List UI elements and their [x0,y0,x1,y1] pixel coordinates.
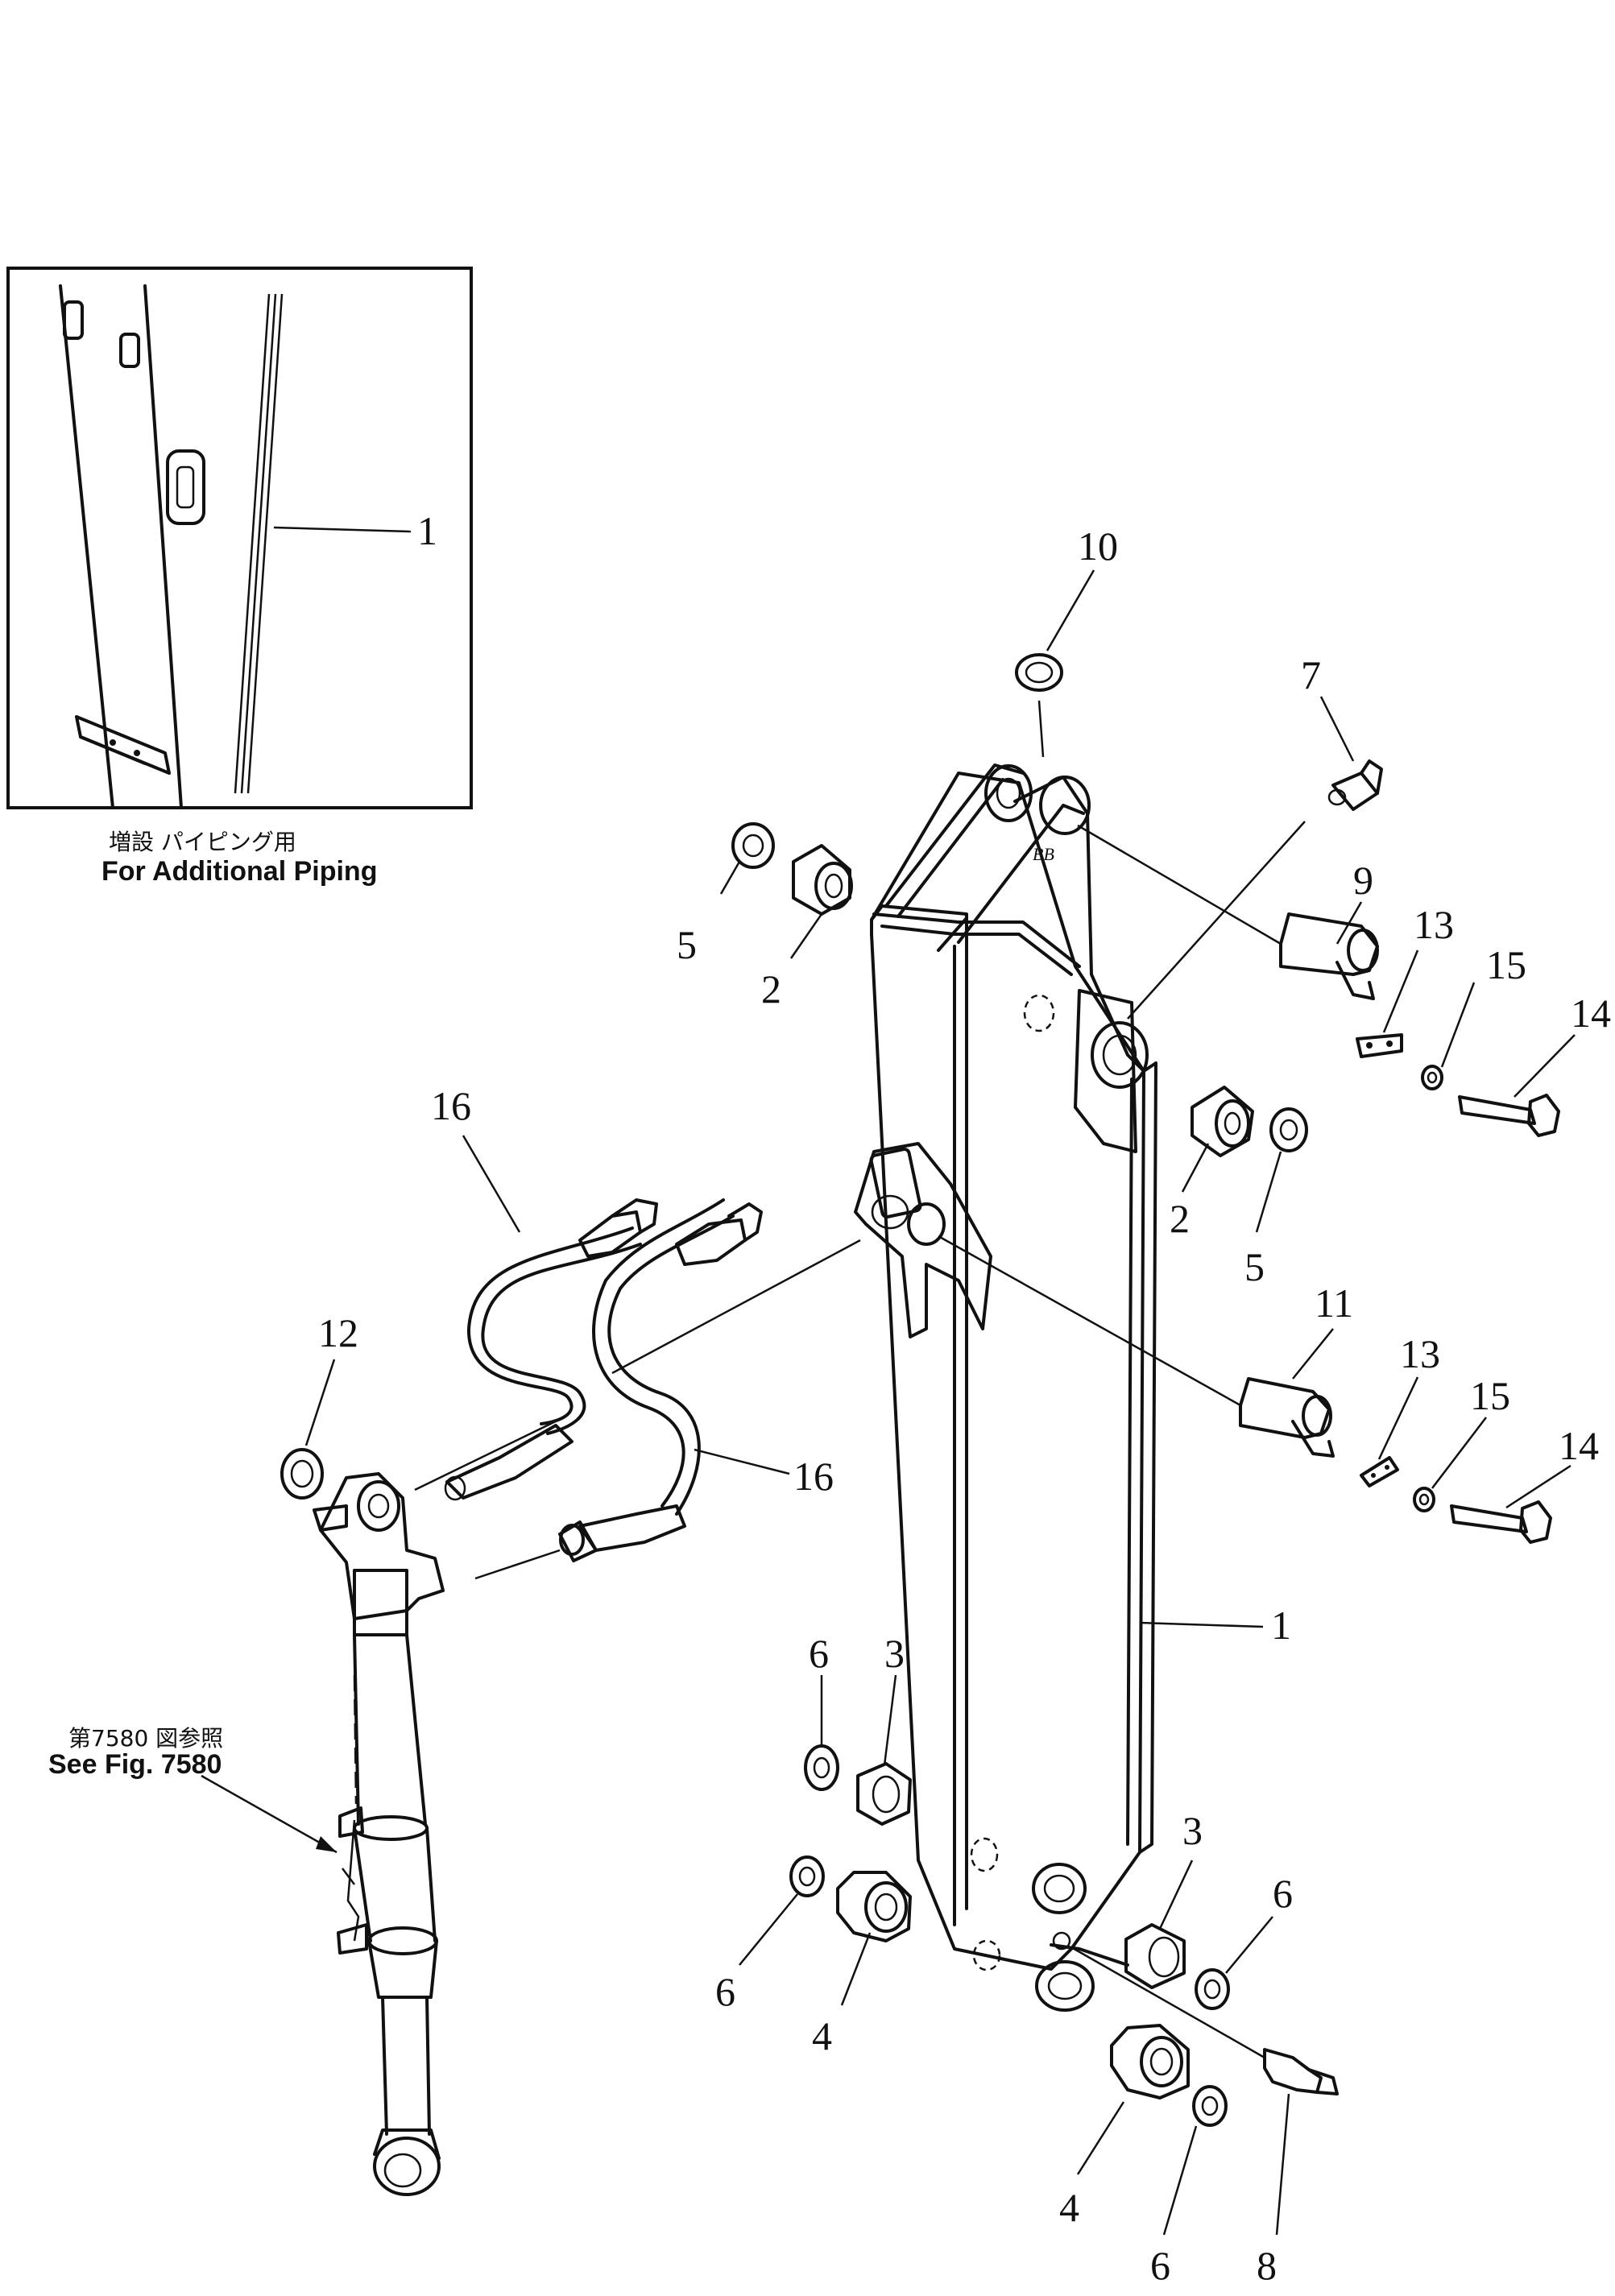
callout-1: 1 [1271,1603,1291,1648]
callout-5: 5 [677,922,697,967]
callout-7: 7 [1301,652,1321,697]
leader-lines [304,569,1576,2236]
reference-caption-jp: 第7580 図参照 [68,1725,223,1752]
callout-4: 4 [1059,2185,1079,2230]
callout-8: 8 [1257,2243,1277,2288]
boom-assembly: BB [854,763,1157,2012]
callout-14: 14 [1559,1423,1599,1468]
callout-15: 15 [1470,1373,1510,1418]
callout-14: 14 [1571,991,1611,1036]
callout-3: 3 [884,1631,905,1676]
inset-caption-jp: 増設 パイピング用 [109,829,296,855]
boom-marking: BB [1033,844,1054,864]
callout-16: 16 [793,1454,834,1499]
callout-6: 6 [715,1969,735,2014]
callout-11: 11 [1315,1280,1353,1326]
callout-2: 2 [1170,1196,1190,1241]
inset-callout: 1 [417,508,437,553]
cylinder-assembly [201,1472,445,2196]
parts-hardware [280,653,1560,2127]
inset-caption-en: For Additional Piping [101,856,377,887]
callout-12: 12 [318,1310,358,1355]
inset-panel [6,267,473,809]
callout-15: 15 [1486,942,1526,987]
callout-13: 13 [1400,1331,1440,1376]
callout-13: 13 [1414,902,1454,947]
callout-9: 9 [1353,858,1373,903]
callout-5: 5 [1244,1244,1265,1289]
callout-2: 2 [761,966,781,1011]
callout-6: 6 [1150,2243,1170,2288]
callout-10: 10 [1078,523,1118,569]
hoses [414,1198,861,1580]
callout-numbers: 1 2 2 3 3 4 4 5 5 6 6 6 6 7 8 9 10 11 12… [318,523,1611,2288]
callout-3: 3 [1182,1808,1203,1853]
callout-4: 4 [812,2013,832,2058]
reference-caption-en: See Fig. 7580 [48,1749,222,1780]
callout-16: 16 [431,1083,471,1128]
callout-6: 6 [1273,1871,1293,1916]
callout-6: 6 [809,1631,829,1676]
